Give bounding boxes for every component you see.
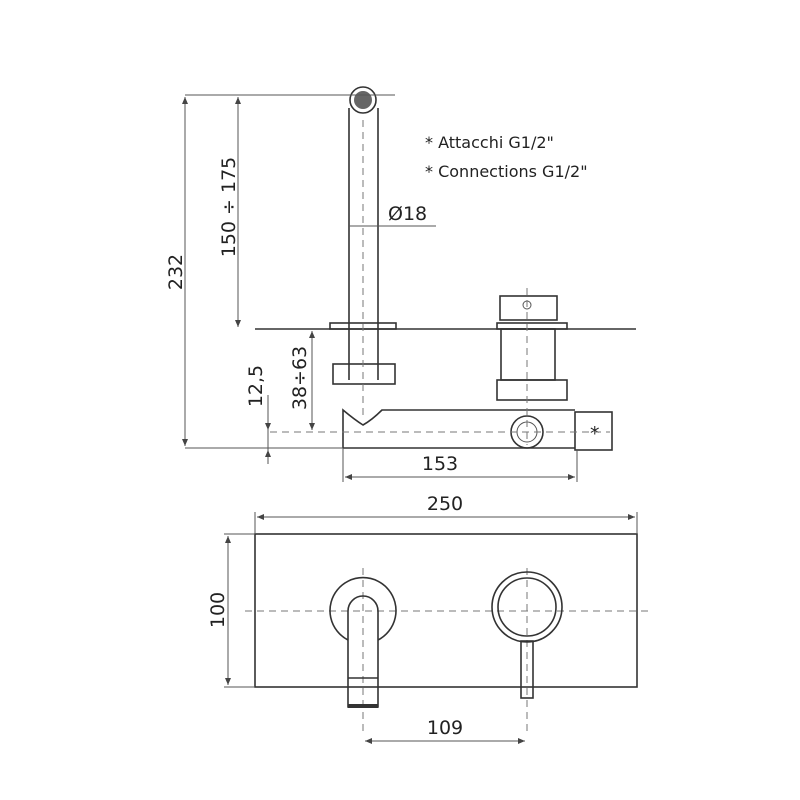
front-view: 250 100 109 <box>207 493 648 744</box>
dim-wall-depth: 38÷63 <box>289 346 311 410</box>
dim-body-width: 153 <box>422 453 458 475</box>
dim-plate-height: 100 <box>207 592 229 628</box>
dim-total-height: 232 <box>165 254 187 290</box>
valve-side: * <box>496 288 613 451</box>
wall-plate <box>254 533 638 688</box>
connection-mark: * <box>590 423 600 445</box>
valve-front <box>491 571 563 699</box>
note-italian: * Attacchi G1/2" <box>425 133 554 152</box>
dim-centre-distance: 109 <box>427 717 463 739</box>
side-view: * 232 150 ÷ 175 12,5 38÷63 Ø18 153 * Att… <box>165 86 636 482</box>
dim-offset: 12,5 <box>245 365 267 407</box>
dim-spout-diameter: Ø18 <box>388 203 427 225</box>
spout-front <box>329 576 397 708</box>
dim-plate-width: 250 <box>427 493 463 515</box>
dim-spout-height: 150 ÷ 175 <box>218 157 240 258</box>
note-english: * Connections G1/2" <box>425 162 588 181</box>
